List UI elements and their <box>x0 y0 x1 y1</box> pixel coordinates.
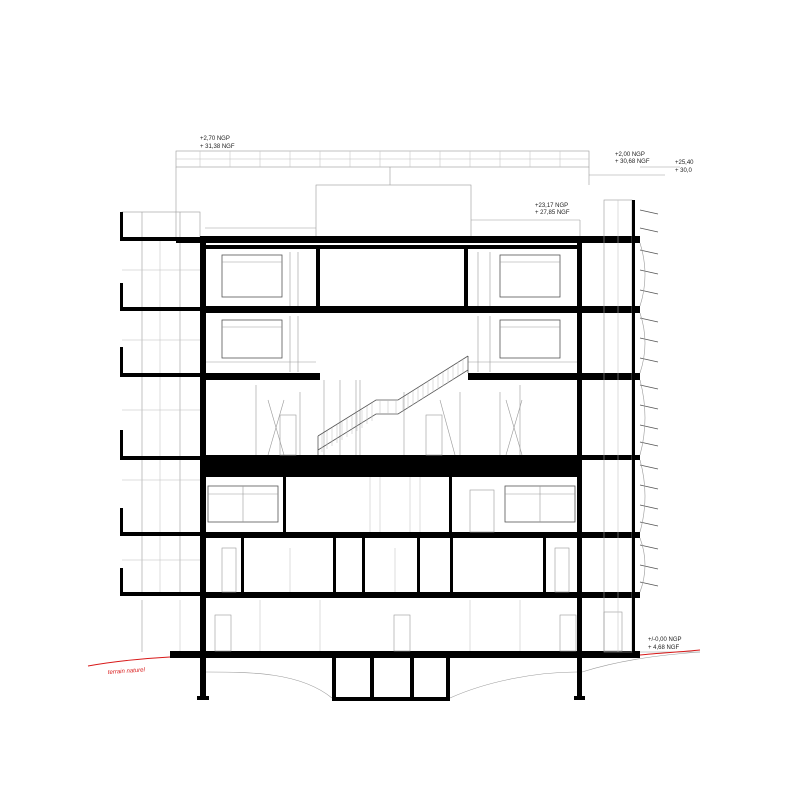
roof-edge-right-ngp: +25,40 <box>675 160 694 166</box>
right-facade <box>603 199 659 653</box>
structural-columns <box>200 243 582 652</box>
roof-edge-right-ngf: + 30,0 <box>675 168 693 174</box>
interior-elevation <box>206 252 623 652</box>
roof-upper-right-ngp: +2,00 NGP <box>615 152 645 158</box>
natural-terrain <box>87 649 701 667</box>
roof-upper-left-ngf: + 31,38 NGF <box>200 144 235 150</box>
level-annotations: +2,70 NGP + 31,38 NGF +2,00 NGP + 30,68 … <box>108 136 694 676</box>
atrium-staircase <box>317 355 469 455</box>
roof-outline <box>175 150 680 240</box>
roof-terrace-ngf: + 27,85 NGF <box>535 210 570 216</box>
roof-upper-left-ngp: +2,70 NGP <box>200 136 230 142</box>
ground-level-ngf: + 4,68 NGF <box>648 645 680 651</box>
roof-upper-right-ngf: + 30,68 NGF <box>615 159 650 165</box>
foundations <box>197 651 701 701</box>
natural-ground-label: terrain naturel <box>108 667 146 676</box>
floor-slabs <box>120 236 640 658</box>
left-balconies <box>120 211 201 652</box>
ground-level-ngp: +/-0,00 NGP <box>648 637 682 643</box>
roof-terrace-ngp: +23,17 NGP <box>535 203 568 209</box>
